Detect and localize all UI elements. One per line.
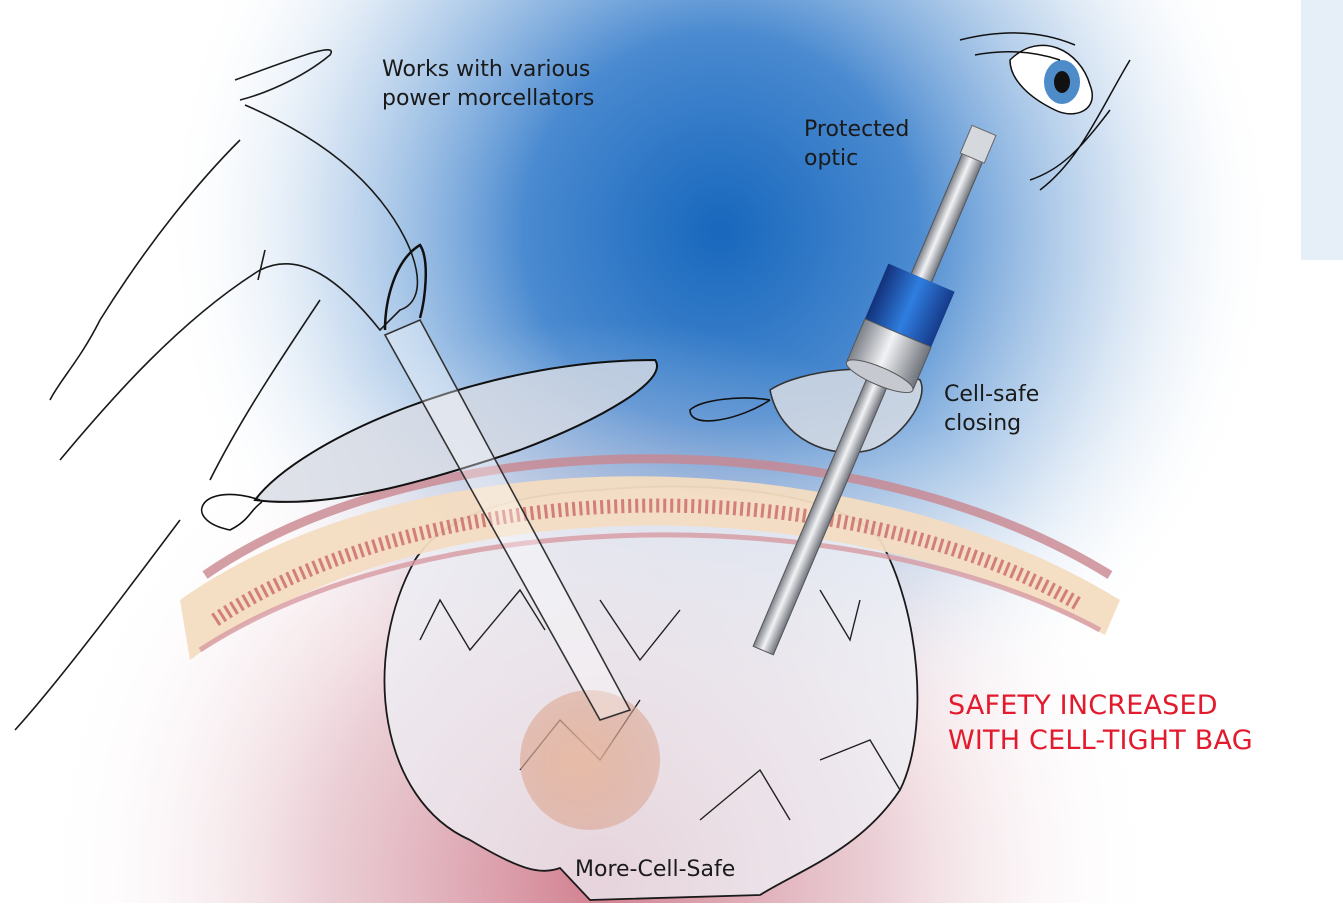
label-morcellators-line2: power morcellators xyxy=(382,84,594,113)
label-closing: Cell-safe closing xyxy=(944,380,1039,438)
label-closing-line2: closing xyxy=(944,409,1039,438)
safety-headline-line1: SAFETY INCREASED xyxy=(948,688,1253,723)
tissue-mass xyxy=(520,690,660,830)
label-optic-line2: optic xyxy=(804,144,909,173)
label-closing-line1: Cell-safe xyxy=(944,380,1039,409)
safety-headline: SAFETY INCREASED WITH CELL-TIGHT BAG xyxy=(948,688,1253,758)
label-bag: More-Cell-Safe xyxy=(575,855,735,884)
safety-headline-line2: WITH CELL-TIGHT BAG xyxy=(948,723,1253,758)
label-morcellators-line1: Works with various xyxy=(382,55,594,84)
label-morcellators: Works with various power morcellators xyxy=(382,55,594,113)
label-optic-line1: Protected xyxy=(804,115,909,144)
label-optic: Protected optic xyxy=(804,115,909,173)
side-panel xyxy=(1301,0,1343,260)
